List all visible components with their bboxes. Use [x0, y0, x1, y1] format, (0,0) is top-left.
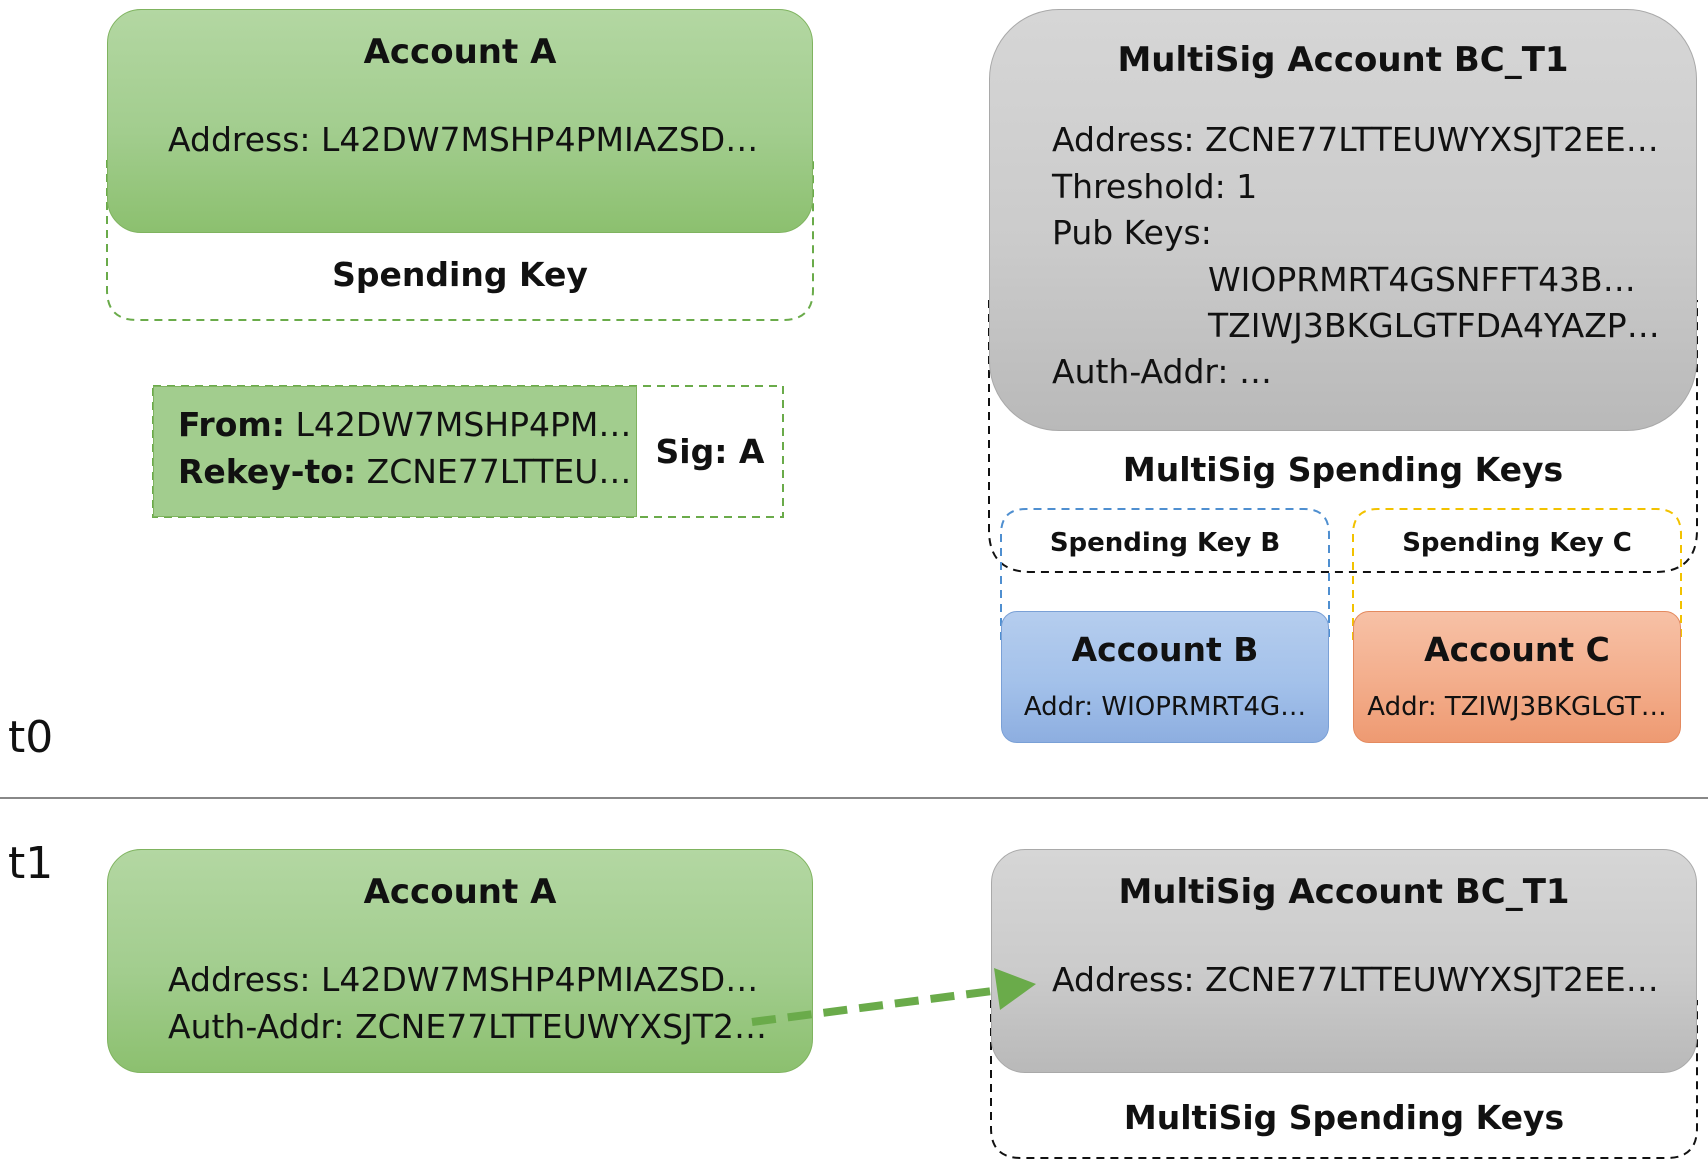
transaction-from-line: From: L42DW7MSHP4PM…	[178, 405, 631, 444]
multisig-pub-keys-label: Pub Keys:	[1052, 213, 1212, 252]
t1-account-a-auth-addr: Auth-Addr: ZCNE77LTTEUWYXSJT2…	[168, 1007, 767, 1046]
account-a-title: Account A	[363, 32, 557, 72]
auth-addr-arrow-head	[994, 968, 1036, 1010]
multisig-spending-keys-label: MultiSig Spending Keys	[1122, 450, 1564, 489]
transaction-rekey-line: Rekey-to: ZCNE77LTTEU…	[178, 452, 631, 491]
t1-multisig-account-box: MultiSig Account BC_T1 Address: ZCNE77LT…	[991, 849, 1697, 1073]
account-c-title: Account C	[1424, 630, 1610, 669]
time-label-t1: t1	[8, 838, 54, 889]
account-b-box: Account B Addr: WIOPRMRT4G…	[1001, 611, 1329, 743]
transaction-from-value: L42DW7MSHP4PM…	[295, 405, 632, 444]
multisig-account-box: MultiSig Account BC_T1 Address: ZCNE77LT…	[989, 9, 1697, 431]
multisig-pub-key-b: WIOPRMRT4GSNFFT43B…	[1208, 260, 1636, 299]
t1-account-a-box: Account A Address: L42DW7MSHP4PMIAZSD… A…	[107, 849, 813, 1073]
t1-account-a-title: Account A	[363, 872, 557, 912]
transaction-rekey-label: Rekey-to:	[178, 452, 357, 491]
multisig-pub-key-c: TZIWJ3BKGLGTFDA4YAZP…	[1208, 306, 1660, 345]
t1-multisig-address: Address: ZCNE77LTTEUWYXSJT2EE…	[1052, 960, 1659, 999]
t1-multisig-spending-keys-outline	[990, 1000, 1698, 1159]
time-label-t0: t0	[8, 712, 54, 763]
multisig-address: Address: ZCNE77LTTEUWYXSJT2EE…	[1052, 120, 1659, 159]
t1-multisig-spending-keys-label: MultiSig Spending Keys	[1123, 1098, 1565, 1137]
t1-account-a-address: Address: L42DW7MSHP4PMIAZSD…	[168, 960, 759, 999]
transaction-from-label: From:	[178, 405, 285, 444]
account-b-addr: Addr: WIOPRMRT4G…	[1023, 692, 1307, 722]
spending-key-c-outline	[1352, 508, 1682, 640]
transaction-rekey-value: ZCNE77LTTEU…	[366, 452, 632, 491]
transaction-sig: Sig: A	[655, 432, 765, 471]
account-a-spending-key-label: Spending Key	[332, 255, 588, 294]
account-a-spending-key-outline	[106, 160, 814, 321]
account-a-box: Account A Address: L42DW7MSHP4PMIAZSD…	[107, 9, 813, 233]
account-c-addr: Addr: TZIWJ3BKGLGT…	[1367, 692, 1667, 722]
account-c-box: Account C Addr: TZIWJ3BKGLGT…	[1353, 611, 1681, 743]
auth-addr-arrow-shaft	[751, 986, 1001, 1026]
spending-key-c-label: Spending Key C	[1402, 528, 1632, 558]
multisig-threshold: Threshold: 1	[1052, 167, 1258, 206]
t1-multisig-title: MultiSig Account BC_T1	[1118, 872, 1570, 912]
account-a-address: Address: L42DW7MSHP4PMIAZSD…	[168, 120, 759, 159]
account-b-title: Account B	[1071, 630, 1259, 669]
multisig-title: MultiSig Account BC_T1	[1117, 40, 1569, 80]
spending-key-b-outline	[1000, 508, 1330, 640]
spending-key-b-label: Spending Key B	[1049, 528, 1281, 558]
multisig-auth-addr: Auth-Addr: …	[1052, 352, 1273, 391]
rekey-transaction-box: From: L42DW7MSHP4PM… Rekey-to: ZCNE77LTT…	[153, 386, 637, 517]
multisig-spending-keys-outline	[988, 300, 1698, 573]
